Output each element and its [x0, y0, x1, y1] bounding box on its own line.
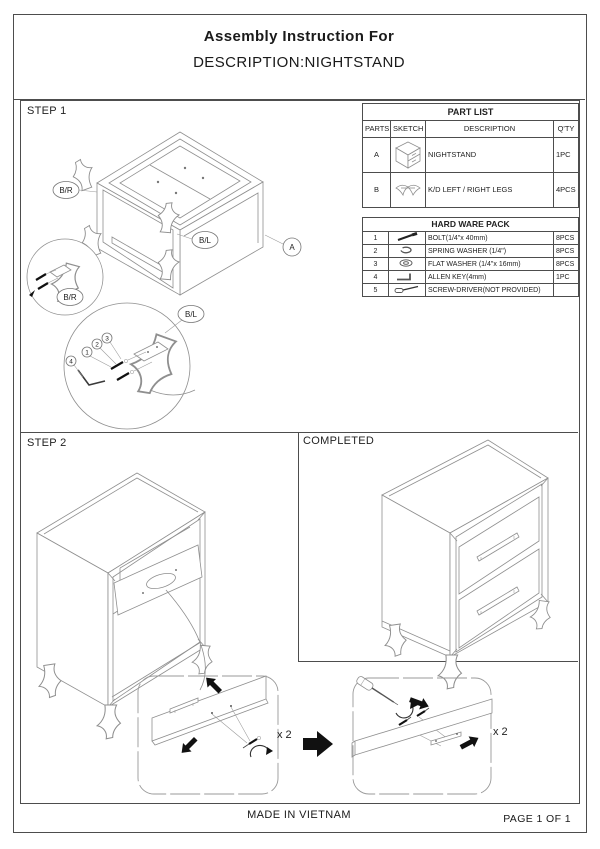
page-border	[13, 14, 587, 833]
nightstand-completed-drawing	[381, 439, 553, 690]
step-band-divider	[20, 432, 578, 433]
table-row: 5 SCREW-DRIVER(NOT PROVIDED)	[362, 283, 580, 297]
next-step-arrow	[303, 731, 333, 757]
hw-5-qty	[552, 283, 580, 297]
times-two-label-1: x 2	[277, 729, 292, 741]
step1-label: STEP 1	[27, 105, 67, 117]
leg-detail-circle-2: 1 2 3 4 B/L	[63, 302, 205, 430]
drawer-remove-detail-box: x 2	[137, 673, 292, 795]
nightstand-step2-drawing	[35, 472, 214, 740]
kd-legs-sketch-icon	[390, 172, 426, 208]
completed-label: COMPLETED	[303, 435, 375, 447]
content-box	[20, 100, 580, 804]
callout-br-top: B/R	[59, 186, 73, 195]
step2-completed-divider	[298, 432, 299, 661]
step2-label: STEP 2	[27, 437, 67, 449]
times-two-label-2: x 2	[493, 726, 508, 738]
table-row: A NIGHTSTAND 1PC	[362, 137, 580, 173]
callout-a: A	[289, 243, 295, 252]
part-b-qty: 4PCS	[552, 172, 580, 208]
nightstand-sketch-icon	[390, 137, 426, 173]
part-a-qty: 1PC	[552, 137, 580, 173]
callout-bl-top: B/L	[199, 236, 212, 245]
table-row: B K/D LEFT / RIGHT LEGS 4PCS	[362, 172, 580, 208]
callout-3: 3	[105, 336, 109, 343]
completed-bottom-divider	[298, 661, 578, 662]
table-row: 2 SPRING WASHER (1/4") 8PCS	[362, 244, 580, 258]
handle-attach-detail-box: x 2	[351, 676, 508, 795]
callout-bl-detail: B/L	[185, 310, 198, 319]
callout-4: 4	[69, 359, 73, 366]
title-block: Assembly Instruction For DESCRIPTION:NIG…	[13, 14, 585, 100]
made-in-label: MADE IN VIETNAM	[247, 809, 351, 821]
hardware-pack-table: HARD WARE PACK 1 BOLT(1/4"x 40mm) 8PCS 2…	[361, 217, 580, 297]
doc-title: Assembly Instruction For	[203, 28, 395, 45]
doc-subtitle: DESCRIPTION:NIGHTSTAND	[193, 54, 405, 71]
page-number-label: PAGE 1 OF 1	[503, 813, 571, 825]
callout-1: 1	[85, 350, 89, 357]
part-list-table: PART LIST PARTS SKETCH DESCRIPTION Q'TY …	[361, 103, 580, 208]
callout-br-detail: B/R	[63, 293, 77, 302]
leg-detail-circle-1: B/R	[26, 238, 104, 316]
callout-2: 2	[95, 342, 99, 349]
part-b-description: K/D LEFT / RIGHT LEGS	[425, 172, 554, 208]
nightstand-flipped-drawing: B/R B/L A	[52, 131, 302, 296]
